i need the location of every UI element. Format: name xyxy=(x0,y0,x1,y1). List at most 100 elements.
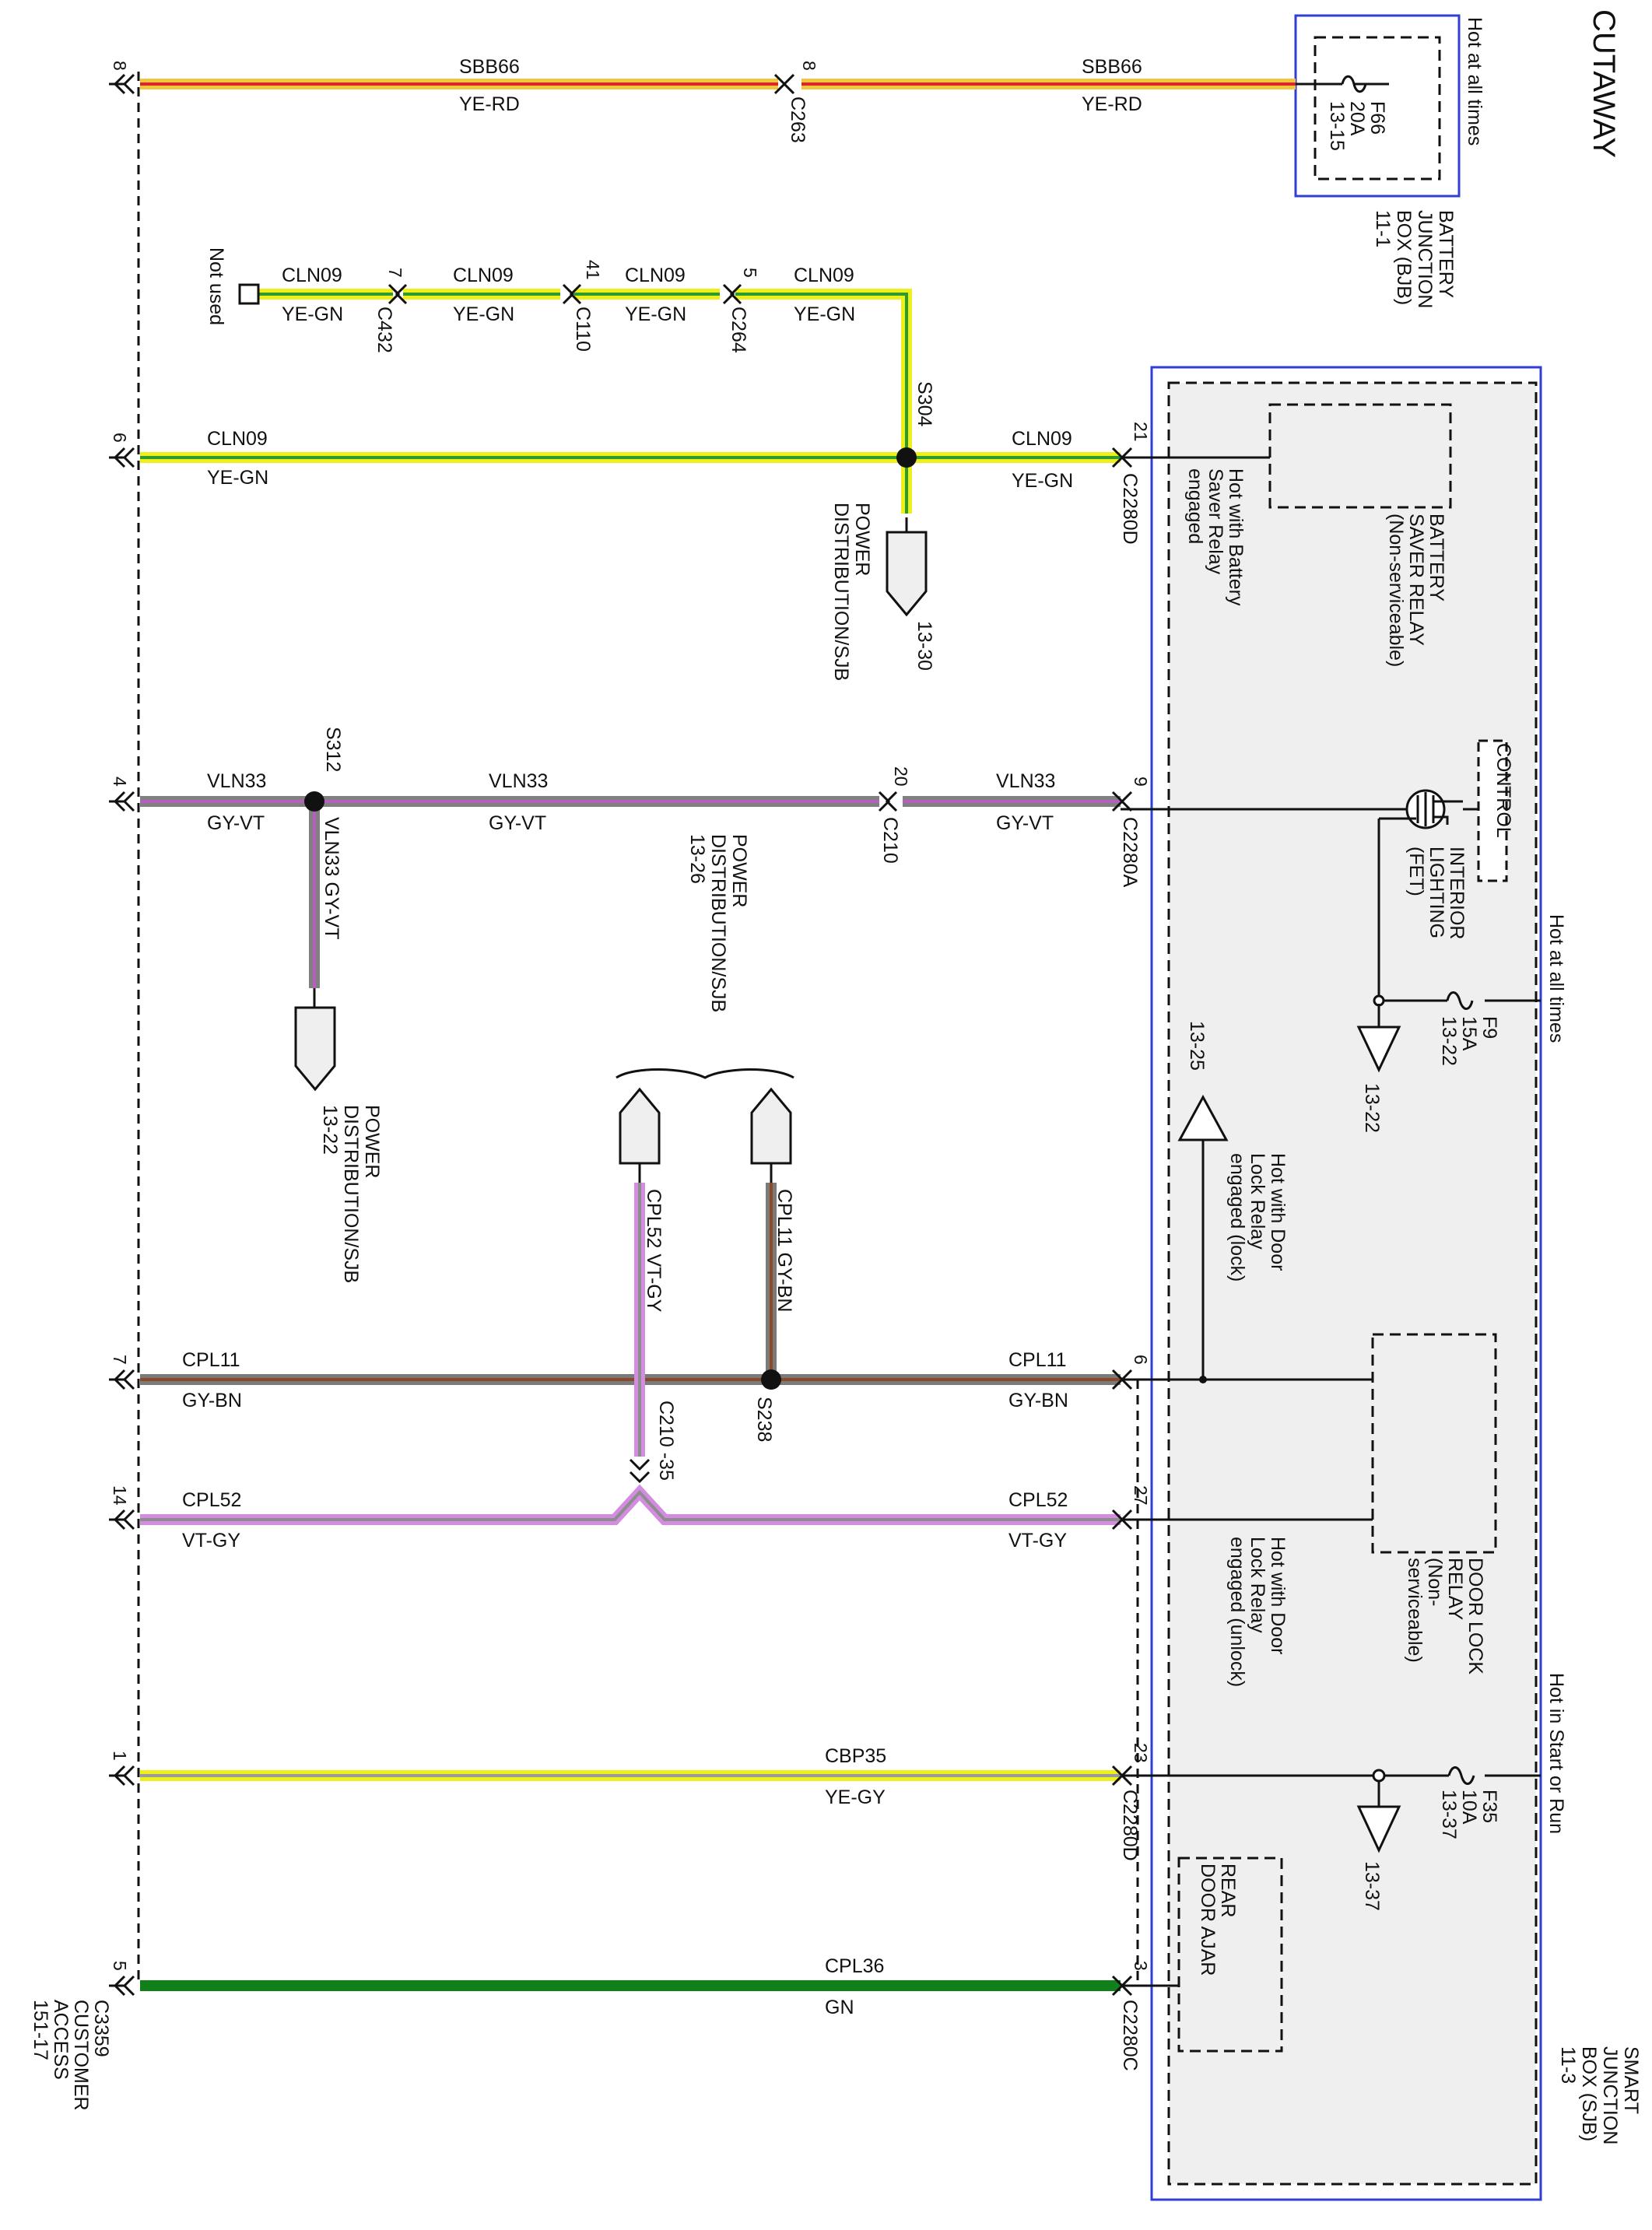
ground-ref-text: 13-22 xyxy=(1361,1083,1383,1133)
ref-13-22-label: POWER DISTRIBUTION/SJB 13-22 xyxy=(319,1105,383,1283)
fet-inner-lines xyxy=(1416,792,1463,826)
customer-access-line: C3359 xyxy=(90,2000,112,2057)
pin-arrow-icon xyxy=(1111,1369,1133,1390)
splice-label-s238: S238 xyxy=(753,1397,775,1442)
pin-number: 8 xyxy=(799,61,819,71)
circuit-color: YE-RD xyxy=(1082,93,1142,115)
wire-cpl52 xyxy=(140,1183,1121,1525)
cpl11-branch-label: CPL11 GY-BN xyxy=(773,1189,795,1312)
pin-arrow-icon xyxy=(109,447,135,468)
connector-c2280a: C2280A xyxy=(1119,817,1141,888)
ref-cpl11-icon xyxy=(750,1087,792,1165)
circuit-name: VLN33 xyxy=(996,770,1055,792)
pin-arrow-icon xyxy=(1111,1765,1133,1786)
fet-to-f9-line xyxy=(1377,817,1416,998)
circuit-name: CPL11 xyxy=(1008,1349,1067,1371)
ref-13-25-label: 13-25 xyxy=(1186,1021,1208,1071)
customer-access-line: ACCESS xyxy=(50,2000,72,2080)
hot-start-text: Hot in Start or Run xyxy=(1545,1673,1567,1834)
customer-access-line: CUSTOMER xyxy=(70,2000,92,2111)
circuit-name: SBB66 xyxy=(459,56,520,78)
pin-arrow-icon xyxy=(109,1765,135,1786)
circuit-color: YE-GN xyxy=(453,303,514,325)
pin-arrow-icon xyxy=(1111,1509,1133,1530)
hot-label-line: engaged xyxy=(1184,468,1206,544)
ref-label-line: DISTRIBUTION/SJB xyxy=(340,1105,362,1283)
pin-arrow-icon xyxy=(722,283,742,305)
fuse-label-line: 13-22 xyxy=(1438,1016,1460,1066)
rear-door-ajar-box xyxy=(1177,1857,1283,2053)
pin-number: 27 xyxy=(1131,1485,1151,1506)
battery-saver-hot-label: Hot with Battery Saver Relay engaged xyxy=(1184,468,1247,606)
not-used-terminal xyxy=(238,283,260,305)
relay-label-line: RELAY xyxy=(1444,1558,1466,1620)
circuit-color: YE-GY xyxy=(825,1786,886,1808)
pin-arrow-icon xyxy=(109,1509,135,1530)
control-label: CON TROL xyxy=(1492,743,1514,838)
hot-label-line: engaged (unlock) xyxy=(1226,1537,1248,1687)
circuit-name: CLN09 xyxy=(625,265,686,286)
interior-lighting-label: INTERIOR LIGHTING (FET) xyxy=(1405,847,1468,939)
fuse-f66-symbol xyxy=(1341,75,1367,93)
ref-label-line: DISTRIBUTION/SJB xyxy=(830,503,852,681)
sjb-name-line: 11-3 xyxy=(1557,2046,1579,2084)
pin-number: 6 xyxy=(110,433,130,443)
pin-arrow-icon xyxy=(629,1458,651,1484)
pin-arrow-icon xyxy=(773,73,795,95)
ref-label-line: POWER xyxy=(851,503,873,576)
circuit-name: CLN09 xyxy=(282,265,342,286)
ref-label-line: 13-26 xyxy=(686,834,708,884)
not-used-label: Not used xyxy=(205,247,227,325)
pin-arrow-icon xyxy=(562,283,582,305)
not-used-text: Not used xyxy=(205,247,227,325)
wire-vln33-stripe xyxy=(140,800,1121,988)
pin-number: 7 xyxy=(110,1355,130,1365)
hot-label-line: Lock Relay xyxy=(1247,1537,1268,1633)
circuit-color: GY-VT xyxy=(489,812,546,834)
door-lock-relay-box xyxy=(1371,1333,1497,1554)
pin-arrow-icon xyxy=(109,1975,135,1997)
sjb-hot-start-label: Hot in Start or Run xyxy=(1545,1673,1567,1834)
hot-label-line: Hot with Door xyxy=(1267,1537,1289,1654)
circuit-name: CLN09 xyxy=(207,428,268,450)
ref-label-line: 13-22 xyxy=(319,1105,341,1155)
ground-13-22-icon xyxy=(1356,1026,1401,1073)
circuit-color: GY-BN xyxy=(1008,1390,1068,1411)
rear-door-ajar-label: REAR DOOR AJAR xyxy=(1197,1864,1239,1976)
bjb-hot-text: Hot at all times xyxy=(1464,17,1485,146)
circuit-name: VLN33 xyxy=(207,770,266,792)
fuse-f35-label: F35 10A 13-37 xyxy=(1438,1790,1500,1839)
pin-number: 8 xyxy=(110,61,130,71)
pin-number: 6 xyxy=(1131,1355,1151,1365)
ref-13-30-label: POWER DISTRIBUTION/SJB xyxy=(830,503,873,681)
sjb-name-line: SMART xyxy=(1620,2046,1642,2114)
f35-junction-dot xyxy=(1372,1769,1386,1783)
ref-13-25-arrow-icon xyxy=(1177,1094,1229,1141)
pin-number: 14 xyxy=(110,1485,130,1506)
fuse-label-line: F66 xyxy=(1366,101,1388,135)
circuit-name: CPL52 xyxy=(1008,1489,1068,1511)
connector-labels: C263 C432 C110 C264 C2280D C210 C2280A C… xyxy=(374,96,1141,2071)
cpl52-branch-label: CPL52 VT-GY xyxy=(643,1189,665,1313)
fuse-label-line: 15A xyxy=(1458,1016,1480,1051)
circuit-name: CLN09 xyxy=(453,265,514,286)
fuse-f9-symbol xyxy=(1446,991,1474,1010)
ref-branch-leads xyxy=(638,1163,773,1183)
pin-number: 41 xyxy=(583,260,603,280)
door-lock-hot-unlock-label: Hot with Door Lock Relay engaged (unlock… xyxy=(1226,1537,1289,1687)
fuse-label-line: F9 xyxy=(1478,1016,1500,1039)
relay-label-line: BATTERY xyxy=(1426,514,1447,601)
connector-c263: C263 xyxy=(787,96,808,143)
fuse-label-line: 10A xyxy=(1458,1790,1480,1825)
pin-number: 20 xyxy=(891,766,911,787)
bjb-name-line: BATTERY xyxy=(1435,210,1457,298)
circuit-name: CPL52 xyxy=(182,1489,241,1511)
circuit-branch-text: CPL52 VT-GY xyxy=(643,1189,665,1313)
rear-door-label-line: REAR xyxy=(1217,1864,1239,1917)
pin-number: 1 xyxy=(110,1751,130,1761)
fuse-label-line: 13-37 xyxy=(1438,1790,1460,1839)
splice-label-s312: S312 xyxy=(322,727,344,772)
circuit-color: YE-GN xyxy=(1012,470,1073,492)
splice-s238 xyxy=(761,1369,781,1390)
circuit-name: VLN33 xyxy=(489,770,548,792)
